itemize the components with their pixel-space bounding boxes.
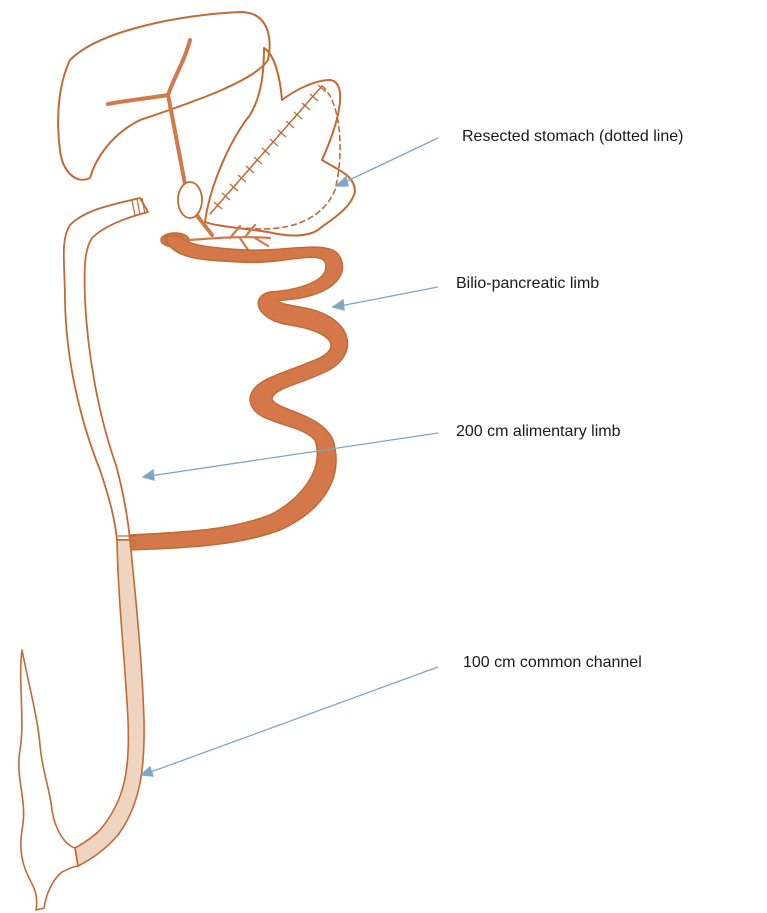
colon [19,650,78,910]
label-resected-stomach: Resected stomach (dotted line) [462,128,683,145]
label-biliopancreatic-limb: Bilio-pancreatic limb [456,275,599,292]
anatomy-drawing [19,12,355,910]
annotation-arrows [141,138,438,776]
common-channel [75,540,144,866]
arrow-resected-stomach [343,138,438,183]
alimentary-limb [64,198,148,540]
label-alimentary-limb: 200 cm alimentary limb [456,423,621,440]
labels: Resected stomach (dotted line) Bilio-pan… [456,128,683,671]
arrow-common-channel [148,667,438,773]
biliopancreatic-limb [128,236,348,550]
arrowhead-resected-stomach [336,177,348,186]
duodenal-bulb [178,182,202,218]
label-common-channel: 100 cm common channel [463,654,642,671]
arrowhead-biliopancreatic-limb [333,300,344,310]
arrowhead-alimentary-limb [143,470,154,480]
sleeve-stomach [205,48,355,236]
arrow-alimentary-limb [150,433,438,476]
arrow-biliopancreatic-limb [340,287,438,306]
